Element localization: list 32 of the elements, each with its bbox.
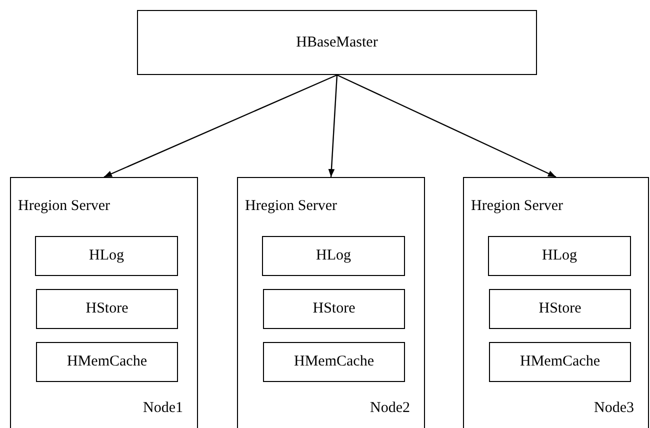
server-panel: [10, 177, 198, 428]
component-label: HStore: [312, 300, 356, 318]
component-label: HMemCache: [519, 354, 601, 370]
component-label: HMemCache: [66, 354, 148, 370]
component-label: HLog: [88, 248, 125, 264]
component-label: HLog: [315, 248, 352, 264]
component-box: [262, 236, 405, 276]
component-box: [263, 289, 405, 329]
component-box: [489, 289, 631, 329]
component-label: HStore: [84, 300, 130, 318]
arrow: [336, 74, 556, 178]
component-label: HLog: [541, 248, 578, 264]
master-label: HBaseMaster: [295, 34, 379, 51]
master-box: [137, 10, 537, 75]
arrow: [328, 74, 338, 178]
arrow: [104, 74, 338, 178]
node-label: Node2: [370, 400, 410, 417]
component-box: [35, 236, 178, 276]
server-title: Hregion Server: [245, 198, 338, 215]
server-title: Hregion Server: [471, 198, 564, 215]
server-panel: [463, 177, 649, 428]
component-box: [489, 342, 631, 382]
component-box: [263, 342, 405, 382]
component-box: [36, 342, 178, 382]
server-panel: [237, 177, 425, 428]
component-box: [488, 236, 631, 276]
node-label: Node1: [143, 400, 183, 417]
component-label: HMemCache: [293, 354, 375, 370]
component-box: [36, 289, 178, 329]
server-title: Hregion Server: [18, 198, 110, 215]
node-label: Node3: [594, 400, 634, 417]
component-label: HStore: [538, 300, 582, 318]
